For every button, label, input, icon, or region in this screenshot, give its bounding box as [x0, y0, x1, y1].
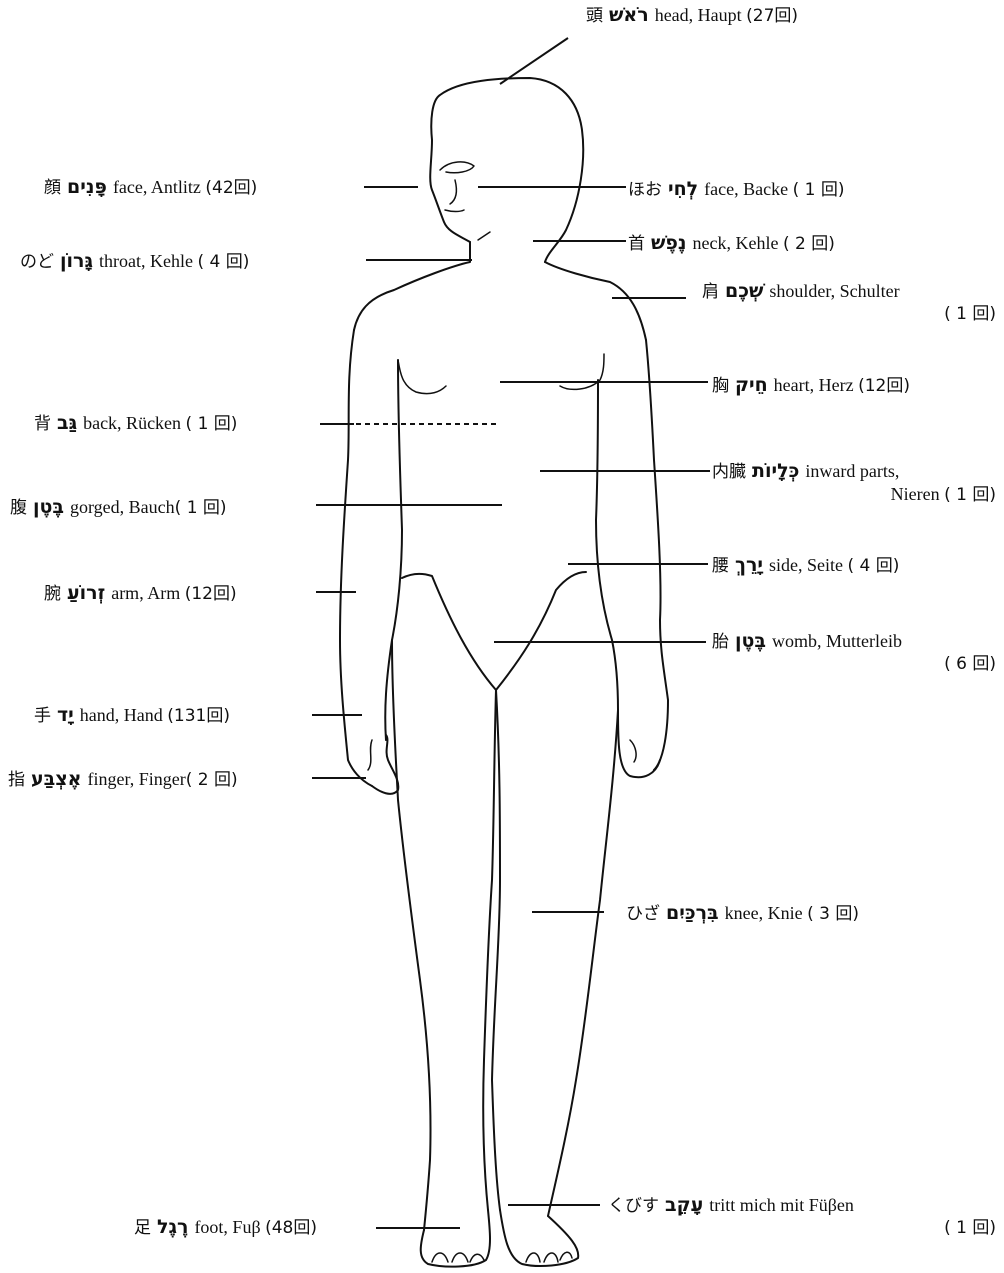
leader-lines [312, 38, 710, 1228]
body-outline [340, 78, 668, 1267]
leader-head [500, 38, 568, 84]
